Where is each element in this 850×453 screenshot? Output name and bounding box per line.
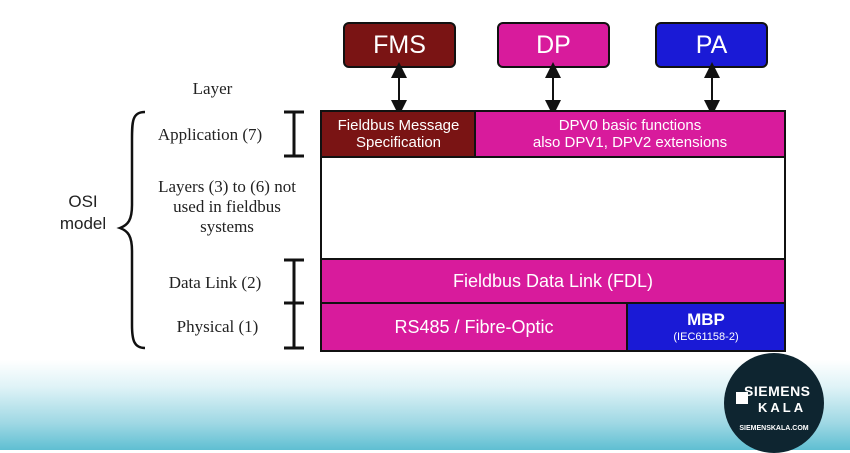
logo-site: SIEMENSKALA.COM [739,425,809,432]
rs485-mbp-divider [626,304,628,350]
mbp-cell-sublabel: (IEC61158-2) [673,331,739,343]
unused-layers-line3: systems [200,217,254,236]
fms-label: FMS [373,30,426,59]
fms-box: FMS [343,22,456,68]
pa-label: PA [695,30,728,59]
rs485-cell-label: RS485 / Fibre-Optic [394,316,554,337]
data-link-row-divider [322,258,784,260]
application-bracket [284,110,304,158]
dp-label: DP [536,30,571,59]
fms-cell: Fieldbus Message Specification [322,112,475,156]
lower-layers-bracket [284,258,304,350]
fms-cell-line2: Specification [355,134,442,151]
osi-model-line2: model [59,214,107,233]
physical-layer-label: Physical (1) [176,317,259,336]
application-row-divider [322,156,784,158]
rs485-cell: RS485 / Fibre-Optic [322,304,626,350]
mbp-cell: MBP (IEC61158-2) [628,304,784,350]
dp-box: DP [497,22,610,68]
osi-brace [116,110,146,350]
dpv-cell-line1: DPV0 basic functions [558,117,702,134]
layer-header: Layer [192,79,233,98]
dpv-cell-line2: also DPV1, DPV2 extensions [532,134,728,151]
fdl-cell: Fieldbus Data Link (FDL) [322,260,784,302]
data-link-layer-label: Data Link (2) [168,273,262,292]
logo-line1: SIEMENS [744,383,811,399]
logo-mark-icon [736,392,748,404]
fms-dpv-divider [474,112,476,156]
physical-row-divider [322,302,784,304]
fdl-cell-label: Fieldbus Data Link (FDL) [452,270,654,291]
unused-layers-line2: used in fieldbus [173,197,281,216]
logo-line2: KALA [758,400,807,415]
osi-model-line1: OSI [68,192,98,211]
fms-cell-line1: Fieldbus Message [337,117,460,134]
brand-logo: SIEMENS KALA SIEMENSKALA.COM [724,353,824,453]
dpv-cell: DPV0 basic functions also DPV1, DPV2 ext… [476,112,784,156]
unused-layers-line1: Layers (3) to (6) not [158,177,296,196]
application-layer-label: Application (7) [157,125,263,144]
background-band [0,360,850,450]
mbp-cell-label: MBP [687,310,725,329]
unused-layers-label: Layers (3) to (6) not used in fieldbus s… [137,177,317,237]
osi-model-label: OSI model [48,191,118,235]
